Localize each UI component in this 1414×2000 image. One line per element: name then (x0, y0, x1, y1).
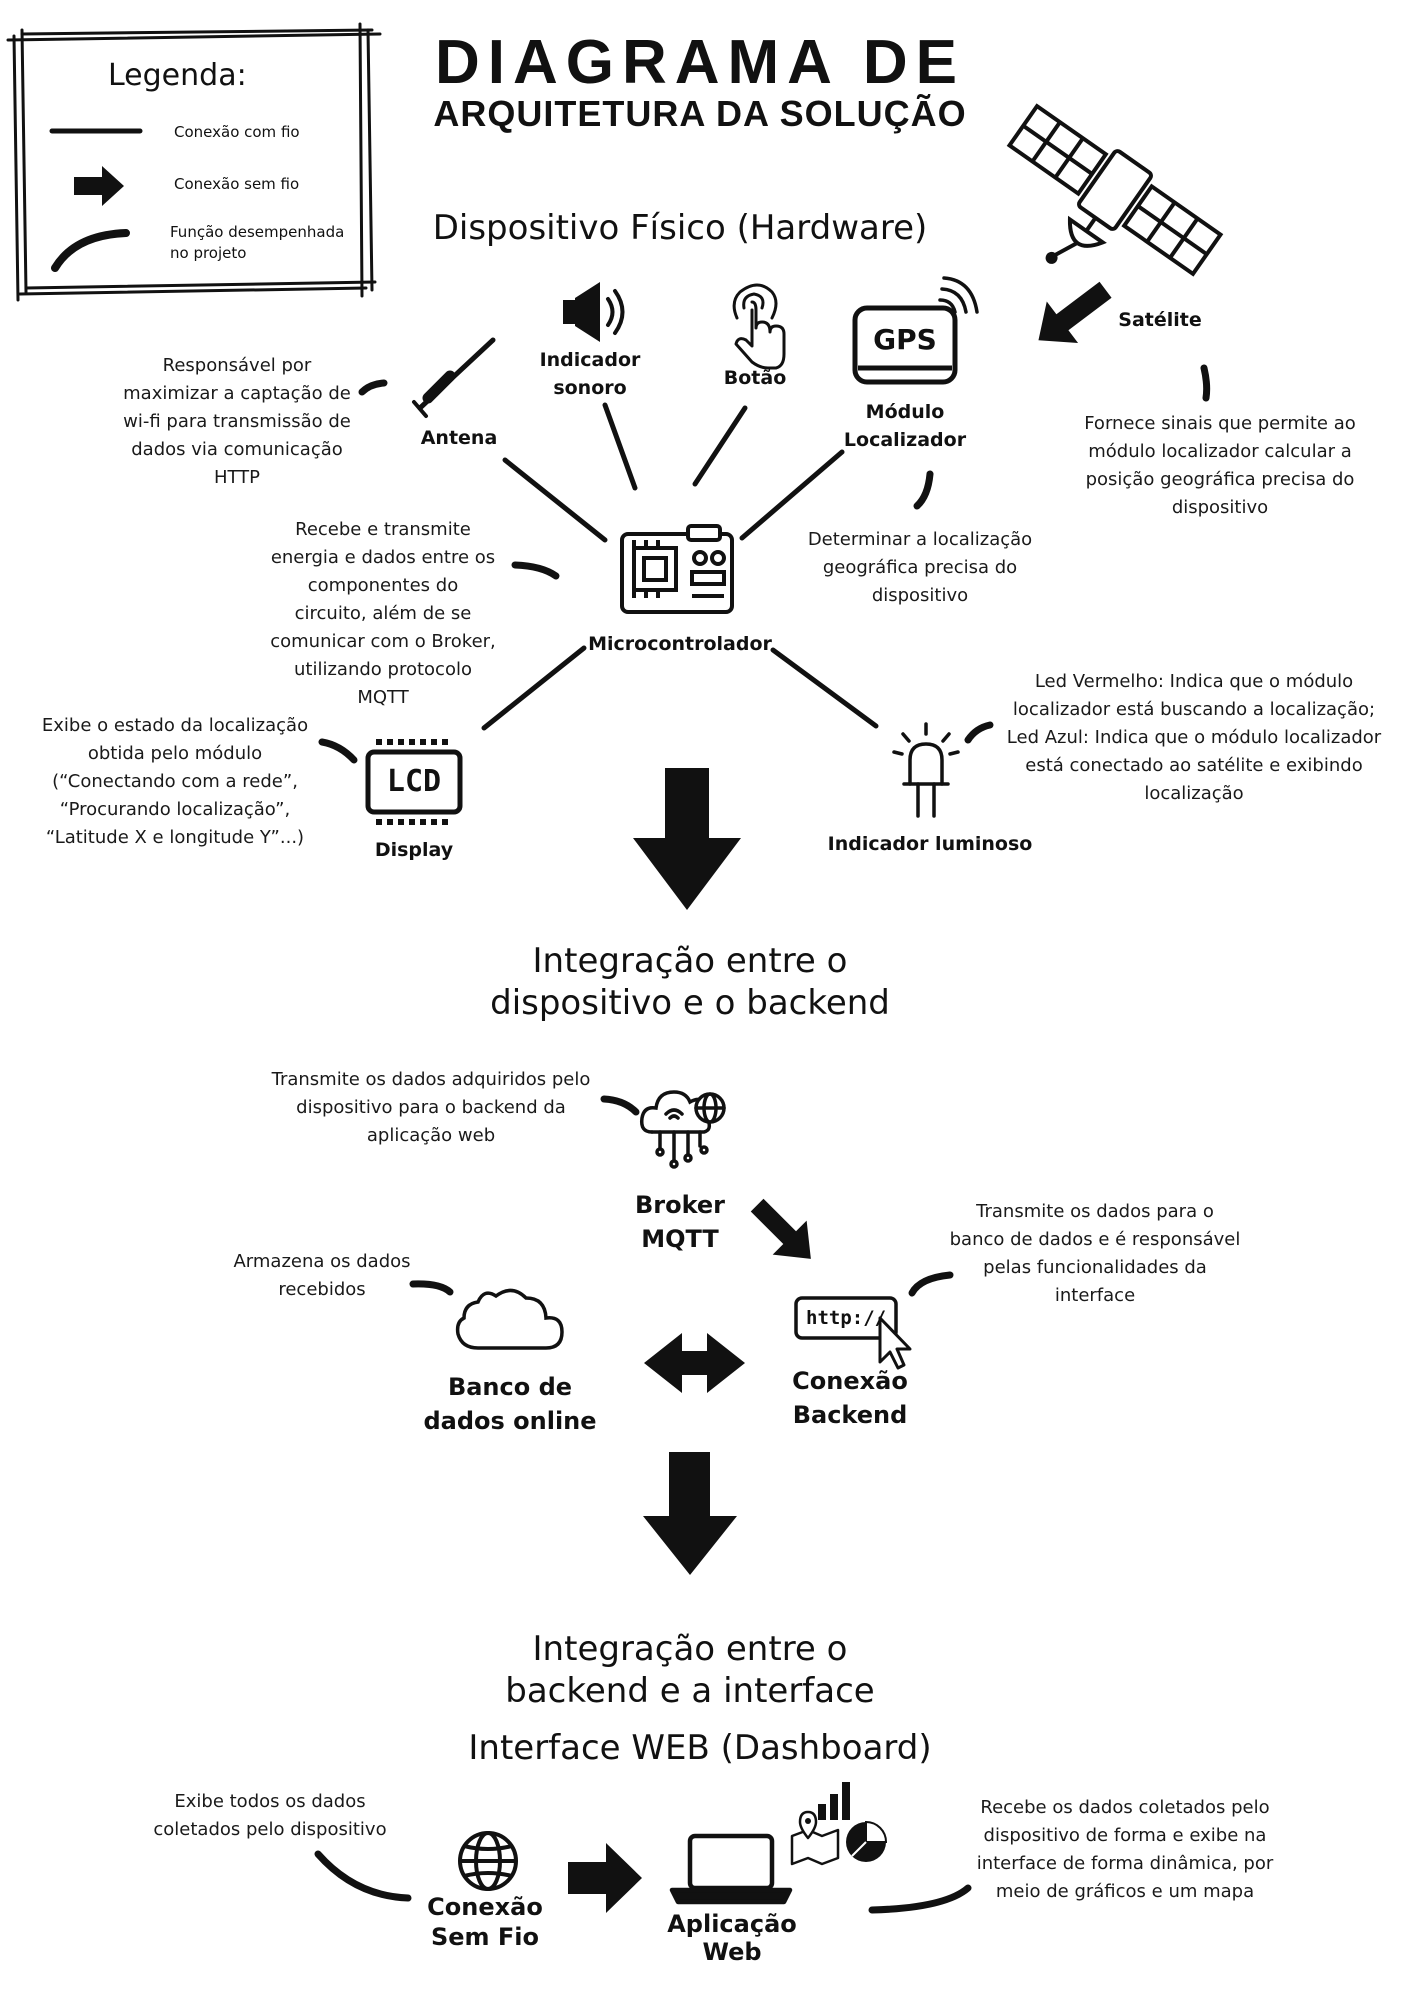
legend-role-label: Função desempenhada no projeto (170, 223, 345, 262)
display-label: Display (374, 839, 454, 861)
buzzer-label: Indicador sonoro (539, 349, 641, 399)
bar-chart-icon (818, 1782, 850, 1820)
wifi-label: Conexão Sem Fio (427, 1893, 543, 1951)
down-arrow-1-icon (633, 768, 741, 910)
gps-module-icon (852, 276, 979, 385)
legend-role-curve (51, 229, 130, 272)
satellite-arrow-icon (1038, 281, 1112, 343)
http-text: http:// (806, 1307, 887, 1329)
note-backend: Transmite os dados para o banco de dados… (949, 1201, 1241, 1306)
led-label: Indicador luminoso (827, 833, 1033, 855)
speaker-icon (563, 282, 625, 342)
note-wifi: Exibe todos os dados coletados pelo disp… (153, 1791, 387, 1840)
function-curves (314, 364, 1211, 1914)
microcontroller-icon (620, 524, 734, 614)
wire-buzzer (602, 402, 638, 491)
web-arrow-icon (568, 1843, 642, 1913)
http-backend-icon (794, 1296, 912, 1370)
satellite-label: Satélite (1118, 309, 1202, 331)
touch-button-icon (732, 283, 786, 370)
wire-display (481, 645, 587, 731)
legend-box (6, 22, 382, 302)
antenna-label: Antena (420, 427, 498, 449)
wire-led (770, 647, 879, 729)
note-antenna: Responsável por maximizar a captação de … (123, 355, 351, 488)
webapp-label: Aplicação Web (667, 1910, 797, 1966)
curve-led (964, 721, 994, 744)
legend-wireless-label: Conexão sem fio (174, 175, 300, 193)
curve-wifi (314, 1850, 412, 1902)
legend-arrow-icon (74, 166, 124, 206)
microcontroller-label: Microcontrolador (588, 633, 772, 655)
double-arrow-icon (644, 1333, 745, 1393)
database-cloud-icon (455, 1288, 564, 1350)
lcd-text: LCD (386, 764, 442, 799)
note-display: Exibe o estado da localização obtida pel… (41, 715, 309, 848)
legend-wired-label: Conexão com fio (174, 123, 300, 141)
legend-title: Legenda: (108, 58, 247, 93)
note-microcontroller: Recebe e transmite energia e dados entre… (270, 519, 496, 708)
curve-backend (908, 1271, 954, 1297)
wire-button (692, 405, 748, 487)
curve-database (409, 1280, 454, 1296)
section-hardware: Dispositivo Físico (Hardware) (432, 208, 928, 248)
led-icon (892, 722, 960, 818)
laptop-icon (669, 1833, 793, 1905)
section-web-dashboard: Interface WEB (Dashboard) (468, 1728, 932, 1768)
curve-broker (600, 1095, 640, 1116)
note-broker: Transmite os dados adquiridos pelo dispo… (271, 1069, 591, 1146)
wire-antenna (502, 457, 608, 543)
curve-satellite (1200, 364, 1211, 402)
section-device-backend: Integração entre o dispositivo e o backe… (490, 941, 890, 1023)
backend-label: Conexão Backend (792, 1367, 908, 1429)
antenna-icon (412, 337, 496, 418)
globe-icon (458, 1831, 518, 1891)
button-label: Botão (723, 367, 787, 389)
wire-gps (739, 449, 845, 541)
map-icon (790, 1810, 840, 1866)
diagram-title: DIAGRAMA DE (434, 28, 966, 97)
down-arrow-2-icon (643, 1452, 737, 1575)
lcd-display-icon (365, 739, 463, 825)
broker-arrow-icon (750, 1198, 811, 1259)
note-led: Led Vermelho: Indica que o módulo locali… (1006, 671, 1382, 804)
database-label: Banco de dados online (423, 1373, 597, 1435)
pie-chart-icon (846, 1820, 888, 1862)
hardware-wires (481, 402, 879, 731)
curve-antenna (358, 379, 388, 396)
broker-cloud-icon (639, 1090, 726, 1169)
section-backend-interface: Integração entre o backend e a interface (505, 1629, 875, 1711)
note-database: Armazena os dados recebidos (233, 1251, 411, 1300)
note-satellite: Fornece sinais que permite ao módulo loc… (1084, 413, 1356, 518)
curve-microcontroller (511, 561, 560, 580)
note-gps: Determinar a localização geográfica prec… (807, 529, 1033, 606)
curve-webapp (868, 1884, 972, 1914)
gps-label: Módulo Localizador (843, 401, 967, 451)
curve-gps (913, 470, 934, 510)
diagram-subtitle: ARQUITETURA DA SOLUÇÃO (433, 93, 967, 134)
gps-text: GPS (873, 323, 937, 356)
satellite-icon (1006, 103, 1224, 277)
note-webapp: Recebe os dados coletados pelo dispositi… (976, 1797, 1274, 1902)
broker-label: Broker MQTT (634, 1191, 726, 1253)
curve-display (318, 738, 358, 764)
